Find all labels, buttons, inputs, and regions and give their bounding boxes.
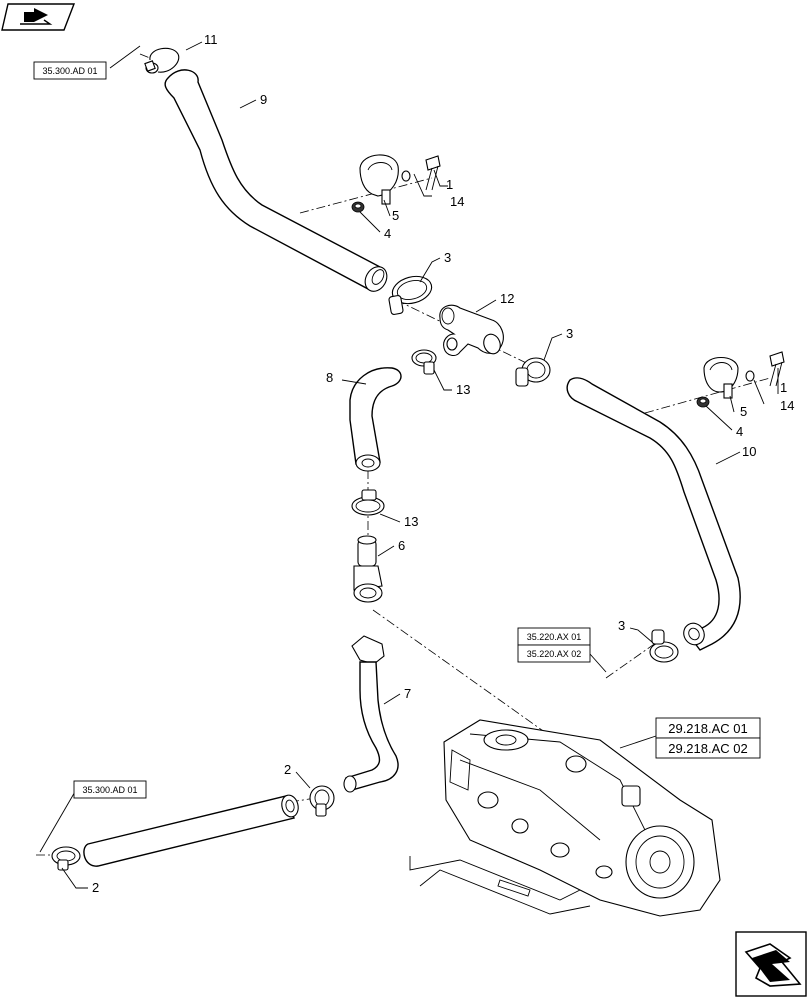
washer-14-upper	[401, 170, 411, 182]
callout-10: 10	[742, 444, 756, 459]
washer-14-right	[745, 370, 755, 382]
clamp-2-left	[51, 846, 81, 871]
callout-6: 6	[398, 538, 405, 553]
callout-labels: 11 9 1 14 5 4 3 12 3 8 13 1 5 14 4 10 13…	[92, 32, 794, 895]
callout-8: 8	[326, 370, 333, 385]
leader-lines	[39, 41, 779, 889]
hose-7	[343, 635, 399, 793]
clamp-11	[144, 47, 180, 74]
callout-9: 9	[260, 92, 267, 107]
callout-2-left: 2	[92, 880, 99, 895]
callout-4-right: 4	[736, 424, 743, 439]
callout-1-right: 1	[780, 380, 787, 395]
fitting-6	[353, 535, 383, 603]
hose-9	[164, 69, 388, 292]
clip-5-right	[703, 356, 739, 399]
callout-14-right: 14	[780, 398, 794, 413]
ref-box-pump[interactable]: 29.218.AC 01 29.218.AC 02	[655, 717, 761, 759]
nut-4-right	[696, 396, 710, 408]
clamp-2-middle	[309, 785, 335, 817]
callout-5-right: 5	[740, 404, 747, 419]
ref-box-mid-right[interactable]: 35.220.AX 01 35.220.AX 02	[517, 627, 591, 663]
clamp-3-upper	[388, 275, 433, 315]
pump-assembly	[409, 719, 721, 917]
clamp-3-middle	[515, 357, 551, 387]
callout-2-middle: 2	[284, 762, 291, 777]
ref-box-top-left[interactable]: 35.300.AD 01	[33, 61, 107, 80]
callout-3-middle: 3	[566, 326, 573, 341]
bolt-1-right	[769, 351, 785, 387]
svg-text:35.300.AD 01: 35.300.AD 01	[82, 785, 137, 795]
svg-text:29.218.AC 02: 29.218.AC 02	[668, 741, 748, 756]
clamp-13-lower	[351, 489, 385, 516]
callout-5-upper: 5	[392, 208, 399, 223]
hose-10	[566, 377, 741, 651]
svg-text:35.220.AX 01: 35.220.AX 01	[527, 632, 582, 642]
clamp-13-upper	[411, 349, 437, 375]
ref-box-bottom-left[interactable]: 35.300.AD 01	[73, 780, 147, 799]
alignment-lines	[36, 53, 771, 856]
callout-3-upper: 3	[444, 250, 451, 265]
lower-hose	[83, 794, 299, 867]
callout-1-upper: 1	[446, 177, 453, 192]
callout-13-lower: 13	[404, 514, 418, 529]
callout-7: 7	[404, 686, 411, 701]
callout-14-upper: 14	[450, 194, 464, 209]
next-page-arrow-icon[interactable]	[735, 931, 807, 997]
callout-13-upper: 13	[456, 382, 470, 397]
svg-text:29.218.AC 01: 29.218.AC 01	[668, 721, 748, 736]
callout-4-upper: 4	[384, 226, 391, 241]
svg-text:35.300.AD 01: 35.300.AD 01	[42, 66, 97, 76]
nut-4-upper	[351, 201, 365, 213]
clip-5-upper	[359, 154, 399, 205]
page-navigation-icon[interactable]	[1, 3, 76, 31]
callout-12: 12	[500, 291, 514, 306]
tee-fitting-12	[439, 304, 504, 357]
callout-11: 11	[204, 32, 218, 47]
clamp-3-lower	[649, 629, 679, 663]
bolt-1-upper	[425, 155, 441, 191]
svg-text:35.220.AX 02: 35.220.AX 02	[527, 649, 582, 659]
hose-8	[349, 367, 402, 472]
callout-3-lower: 3	[618, 618, 625, 633]
